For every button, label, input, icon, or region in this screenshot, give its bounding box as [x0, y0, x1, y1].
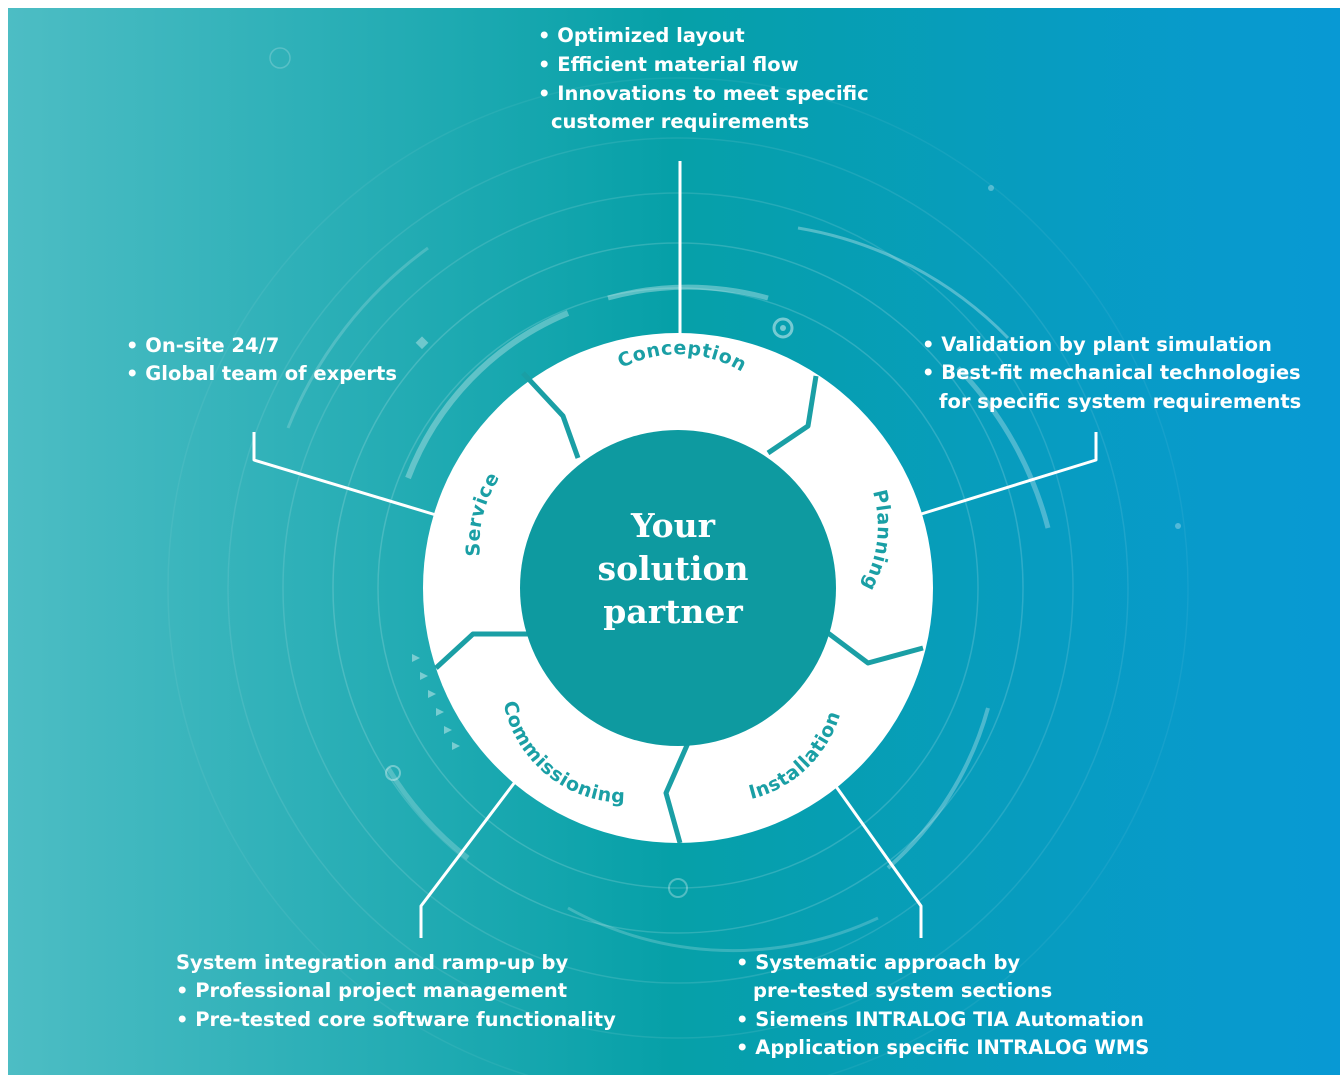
callout-service-line: • On-site 24/7: [126, 334, 279, 357]
callout-installation-line: pre-tested system sections: [753, 979, 1052, 1002]
callout-conception: • Optimized layout • Efficient material …: [538, 24, 869, 133]
solution-partner-diagram: Your solution partner Conception Plannin…: [8, 8, 1340, 1075]
callout-planning-line: for specific system requirements: [939, 390, 1301, 413]
callout-installation-line: • Siemens INTRALOG TIA Automation: [736, 1008, 1144, 1031]
callout-planning: • Validation by plant simulation • Best-…: [922, 333, 1301, 413]
callout-installation-line: • Systematic approach by: [736, 951, 1020, 974]
callout-conception-line: • Efficient material flow: [538, 53, 799, 76]
callout-planning-line: • Validation by plant simulation: [922, 333, 1272, 356]
commissioning-connector: [419, 777, 520, 938]
callout-installation: • Systematic approach by pre-tested syst…: [736, 951, 1149, 1059]
center-title-line-3: partner: [603, 592, 743, 631]
center-title-line-2: solution: [598, 549, 749, 588]
callout-service-line: • Global team of experts: [126, 362, 397, 385]
center-title: Your solution partner: [598, 506, 749, 631]
callout-conception-line: • Optimized layout: [538, 24, 745, 47]
tech-circuit-decoration: [167, 47, 1189, 1075]
callout-conception-line: customer requirements: [551, 110, 809, 133]
segment-dividers: [434, 371, 924, 844]
callout-commissioning-line: • Pre-tested core software functionality: [176, 1008, 616, 1031]
callout-commissioning: System integration and ramp-up by • Prof…: [176, 951, 616, 1031]
center-hub: [520, 430, 836, 746]
planning-connector: [917, 432, 1098, 517]
callout-conception-line: • Innovations to meet specific: [538, 82, 869, 105]
connector-lines: [252, 161, 1098, 938]
callout-commissioning-line: System integration and ramp-up by: [176, 951, 568, 974]
service-connector: [252, 432, 437, 517]
installation-connector: [828, 777, 923, 938]
callout-planning-line: • Best-fit mechanical technologies: [922, 361, 1301, 384]
callout-service: • On-site 24/7 • Global team of experts: [126, 334, 397, 385]
center-title-line-1: Your: [630, 506, 716, 545]
callout-commissioning-line: • Professional project management: [176, 979, 567, 1002]
callout-installation-line: • Application specific INTRALOG WMS: [736, 1036, 1149, 1059]
